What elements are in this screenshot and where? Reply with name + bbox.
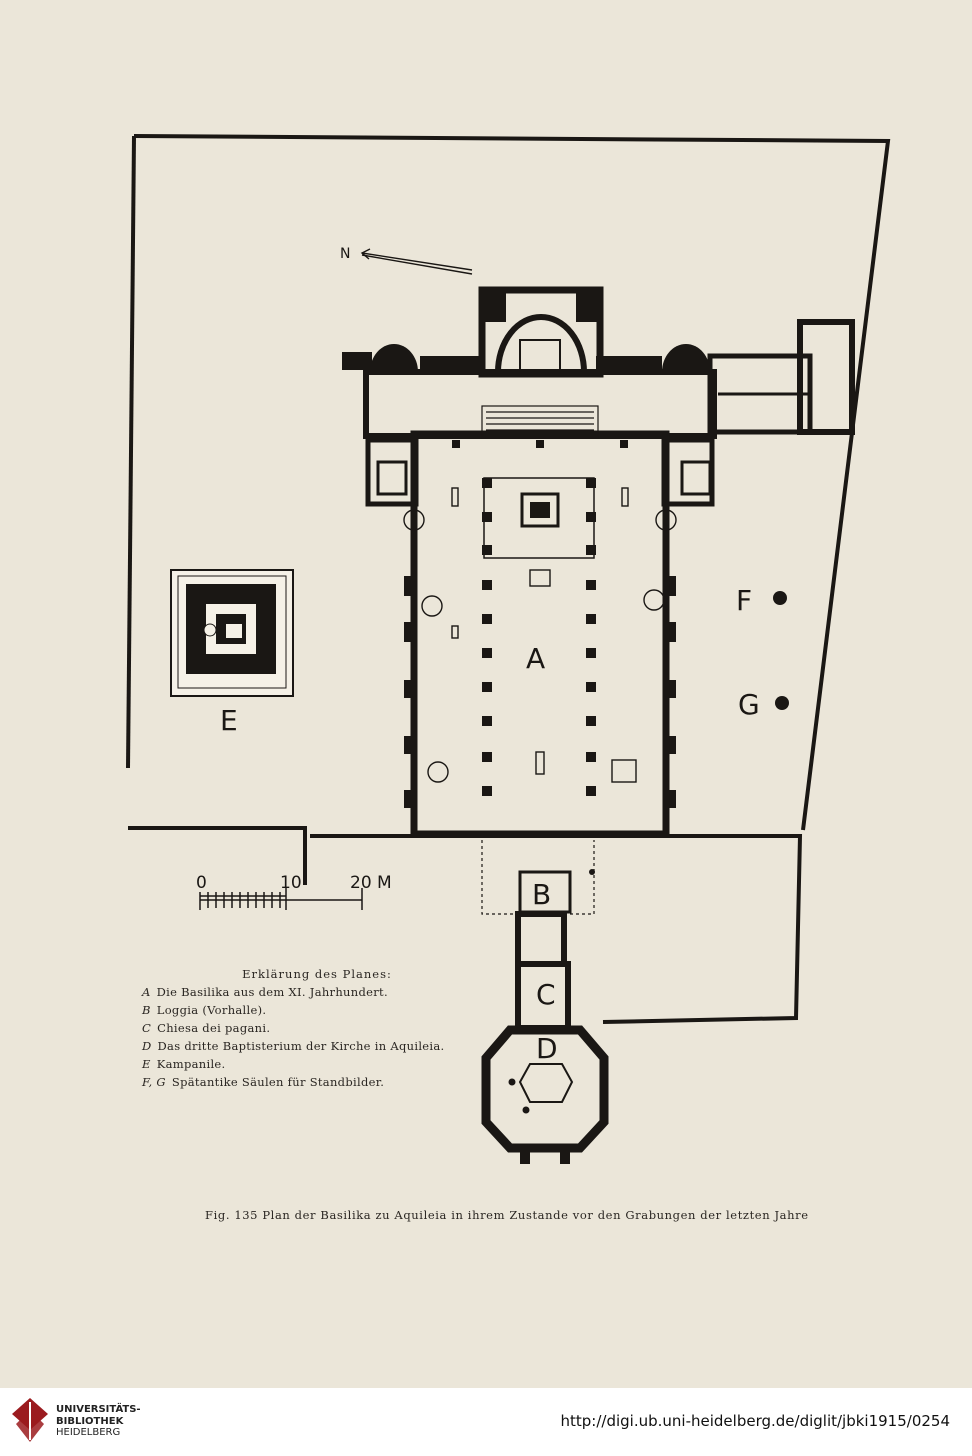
column-F bbox=[773, 591, 787, 605]
label-E: E bbox=[220, 704, 238, 737]
legend-title: Erklärung des Planes: bbox=[242, 967, 392, 981]
scale-label-0: 0 bbox=[196, 873, 207, 893]
scale-label-20: 20 M bbox=[350, 873, 392, 893]
footer-bar: UNIVERSITÄTS- BIBLIOTHEK HEIDELBERG http… bbox=[0, 1388, 972, 1456]
label-D: D bbox=[536, 1032, 558, 1065]
label-B: B bbox=[532, 878, 551, 911]
column-G bbox=[775, 696, 789, 710]
library-name: UNIVERSITÄTS- BIBLIOTHEK HEIDELBERG bbox=[56, 1404, 141, 1438]
label-G: G bbox=[738, 688, 760, 721]
library-logo-icon bbox=[12, 1398, 48, 1442]
label-C: C bbox=[536, 978, 556, 1011]
site-boundary bbox=[133, 134, 891, 831]
label-A: A bbox=[526, 642, 545, 675]
compass-label: N bbox=[340, 246, 350, 262]
scale-label-10: 10 bbox=[280, 873, 302, 893]
label-F: F bbox=[736, 584, 752, 617]
scanned-page: N bbox=[126, 134, 891, 1222]
permalink-url[interactable]: http://digi.ub.uni-heidelberg.de/diglit/… bbox=[560, 1412, 950, 1430]
scale-bar bbox=[199, 888, 363, 910]
figure-caption: Fig. 135 Plan der Basilika zu Aquileia i… bbox=[205, 1208, 809, 1222]
campanile-E bbox=[170, 569, 294, 697]
annex-BCD bbox=[481, 840, 609, 1164]
floor-plan: N bbox=[126, 134, 891, 1164]
basilica-A bbox=[342, 286, 855, 838]
north-arrow bbox=[360, 248, 473, 275]
